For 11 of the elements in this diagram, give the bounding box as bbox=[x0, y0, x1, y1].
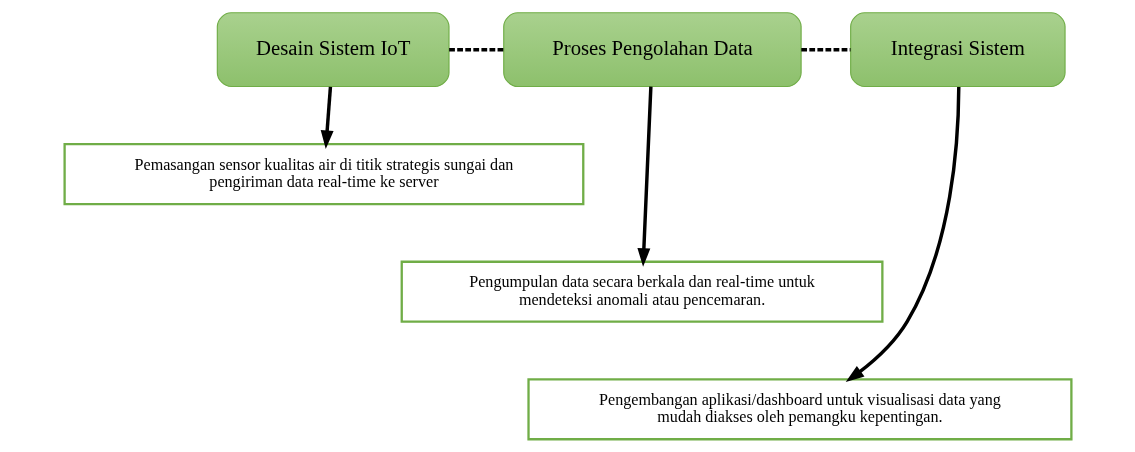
connector bbox=[448, 47, 504, 52]
node-box: Integrasi Sistem bbox=[849, 12, 1066, 88]
node-box: Pemasangan sensor kualitas air di titik strategis sungai dan pengiriman data real-time ke server bbox=[62, 143, 584, 206]
node-box: Pengembangan aplikasi/dashboard untuk visualisasi data yang mudah diakses oleh pemangku kepentingan. bbox=[526, 378, 1073, 441]
arrow bbox=[636, 86, 653, 267]
node-box: Proses Pengolahan Data bbox=[502, 12, 802, 88]
arrow bbox=[845, 86, 960, 383]
node-box: Desain Sistem IoT bbox=[216, 12, 450, 88]
node-box: Pengumpulan data secara berkala dan real-time untuk mendeteksi anomali atau pencemaran. bbox=[400, 260, 884, 323]
arrow bbox=[320, 86, 334, 150]
connector bbox=[800, 47, 850, 52]
